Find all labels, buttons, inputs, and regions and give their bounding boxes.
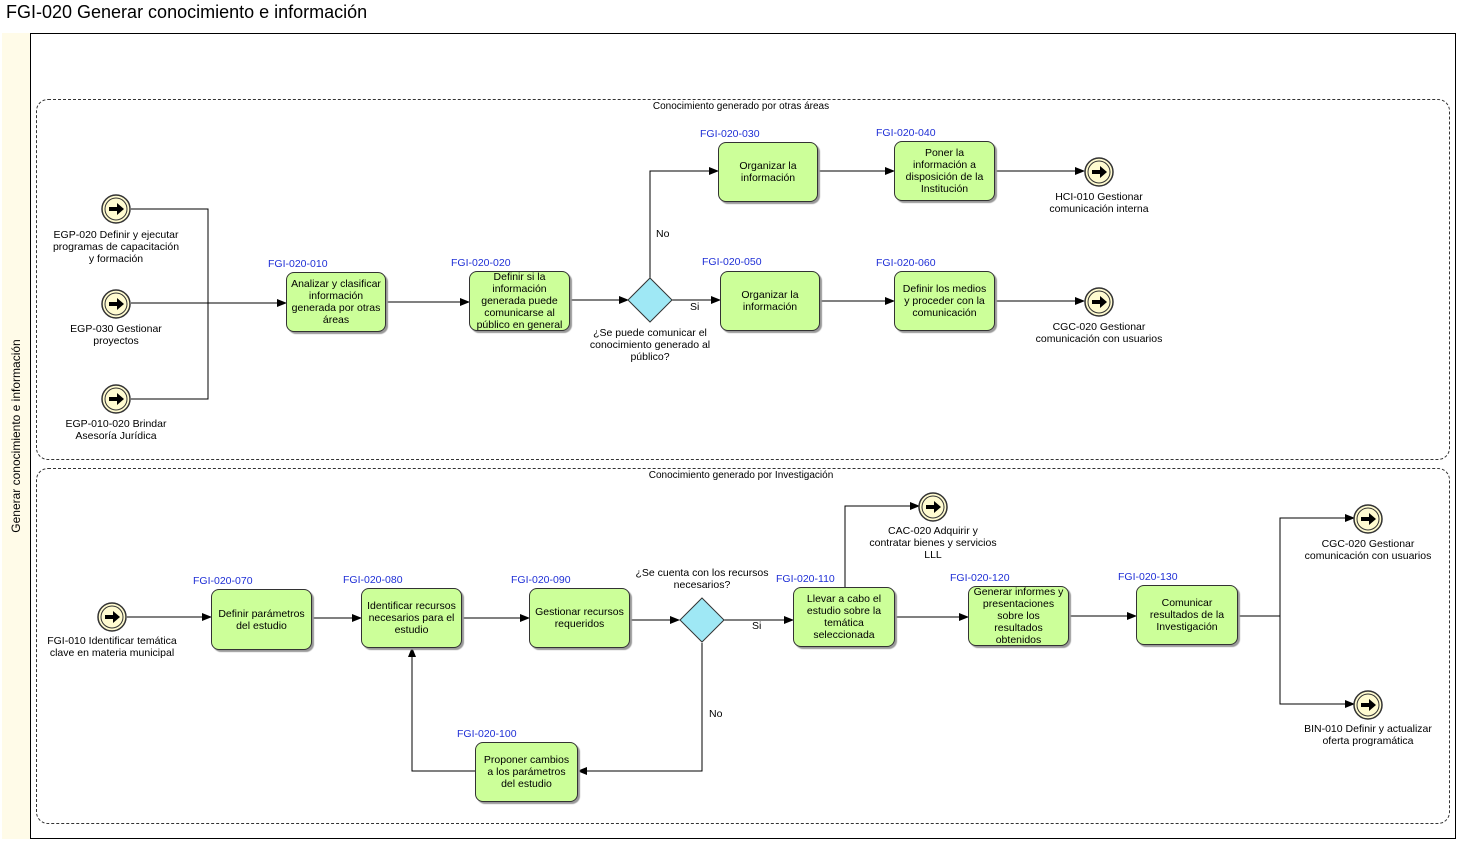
task-020-code: FGI-020-020 xyxy=(451,257,511,269)
task-120[interactable]: Generar informes y presentaciones sobre … xyxy=(968,586,1069,646)
task-020[interactable]: Definir si la información generada puede… xyxy=(469,271,570,331)
task-090[interactable]: Gestionar recursos requeridos xyxy=(529,588,630,648)
flow-split-cgc xyxy=(1279,514,1355,616)
task-130-code: FGI-020-130 xyxy=(1118,571,1178,583)
flow-gw2-no xyxy=(577,643,703,775)
task-110[interactable]: Llevar a cabo el estudio sobre la temáti… xyxy=(793,587,895,647)
flow-label-no-upper: No xyxy=(656,228,670,240)
task-050-code: FGI-020-050 xyxy=(702,256,762,268)
lane-header xyxy=(2,33,31,839)
task-060[interactable]: Definir los medios y proceder con la com… xyxy=(894,271,995,331)
task-070-code: FGI-020-070 xyxy=(193,575,253,587)
gateway-recursos-necesarios xyxy=(679,597,725,643)
task-130[interactable]: Comunicar resultados de la Investigación xyxy=(1136,585,1238,645)
group-otras-areas xyxy=(36,99,1450,460)
diagram-title: FGI-020 Generar conocimiento e informaci… xyxy=(6,2,368,22)
task-080[interactable]: Identificar recursos necesarios para el … xyxy=(361,588,462,648)
task-120-code: FGI-020-120 xyxy=(950,572,1010,584)
task-030[interactable]: Organizar la información xyxy=(718,142,818,202)
flow-label-si-lower: Si xyxy=(752,620,762,632)
task-080-code: FGI-020-080 xyxy=(343,574,403,586)
flow-100-080 xyxy=(408,647,475,772)
flow-gw1-no xyxy=(649,167,719,278)
event-hci010-icon xyxy=(1084,157,1114,187)
event-cgc020b-icon xyxy=(1353,504,1383,534)
task-100-code: FGI-020-100 xyxy=(457,728,517,740)
task-040-code: FGI-020-040 xyxy=(876,127,936,139)
event-egp010-icon xyxy=(101,384,131,414)
flow-split-bin xyxy=(1279,616,1355,708)
task-030-code: FGI-020-030 xyxy=(700,128,760,140)
flow-110-cac xyxy=(844,502,920,589)
flow-egp010 xyxy=(131,303,209,400)
task-010[interactable]: Analizar y clasificar información genera… xyxy=(286,272,386,332)
flow-label-si-upper: Si xyxy=(690,301,700,313)
event-cgc020a-icon xyxy=(1084,287,1114,317)
group-investigacion-label: Conocimiento generado por Investigación xyxy=(648,470,834,481)
gateway-comunicar-publico xyxy=(627,277,673,323)
event-cac020-icon xyxy=(918,492,948,522)
event-egp030-icon xyxy=(101,289,131,319)
task-100[interactable]: Proponer cambios a los parámetros del es… xyxy=(475,742,578,802)
event-fgi010-icon xyxy=(97,602,127,632)
group-otras-areas-label: Conocimiento generado por otras áreas xyxy=(652,101,830,112)
event-egp020-icon xyxy=(101,194,131,224)
event-bin010-icon xyxy=(1353,690,1383,720)
task-040[interactable]: Poner la información a disposición de la… xyxy=(894,141,995,201)
task-010-code: FGI-020-010 xyxy=(268,258,328,270)
event-icons xyxy=(97,157,1383,720)
task-060-code: FGI-020-060 xyxy=(876,257,936,269)
task-050[interactable]: Organizar la información xyxy=(720,271,820,331)
task-070[interactable]: Definir parámetros del estudio xyxy=(211,589,312,650)
task-090-code: FGI-020-090 xyxy=(511,574,571,586)
flow-egp020 xyxy=(131,208,209,303)
group-investigacion xyxy=(36,468,1450,824)
flow-label-no-lower: No xyxy=(709,708,723,720)
task-110-code: FGI-020-110 xyxy=(776,573,835,585)
